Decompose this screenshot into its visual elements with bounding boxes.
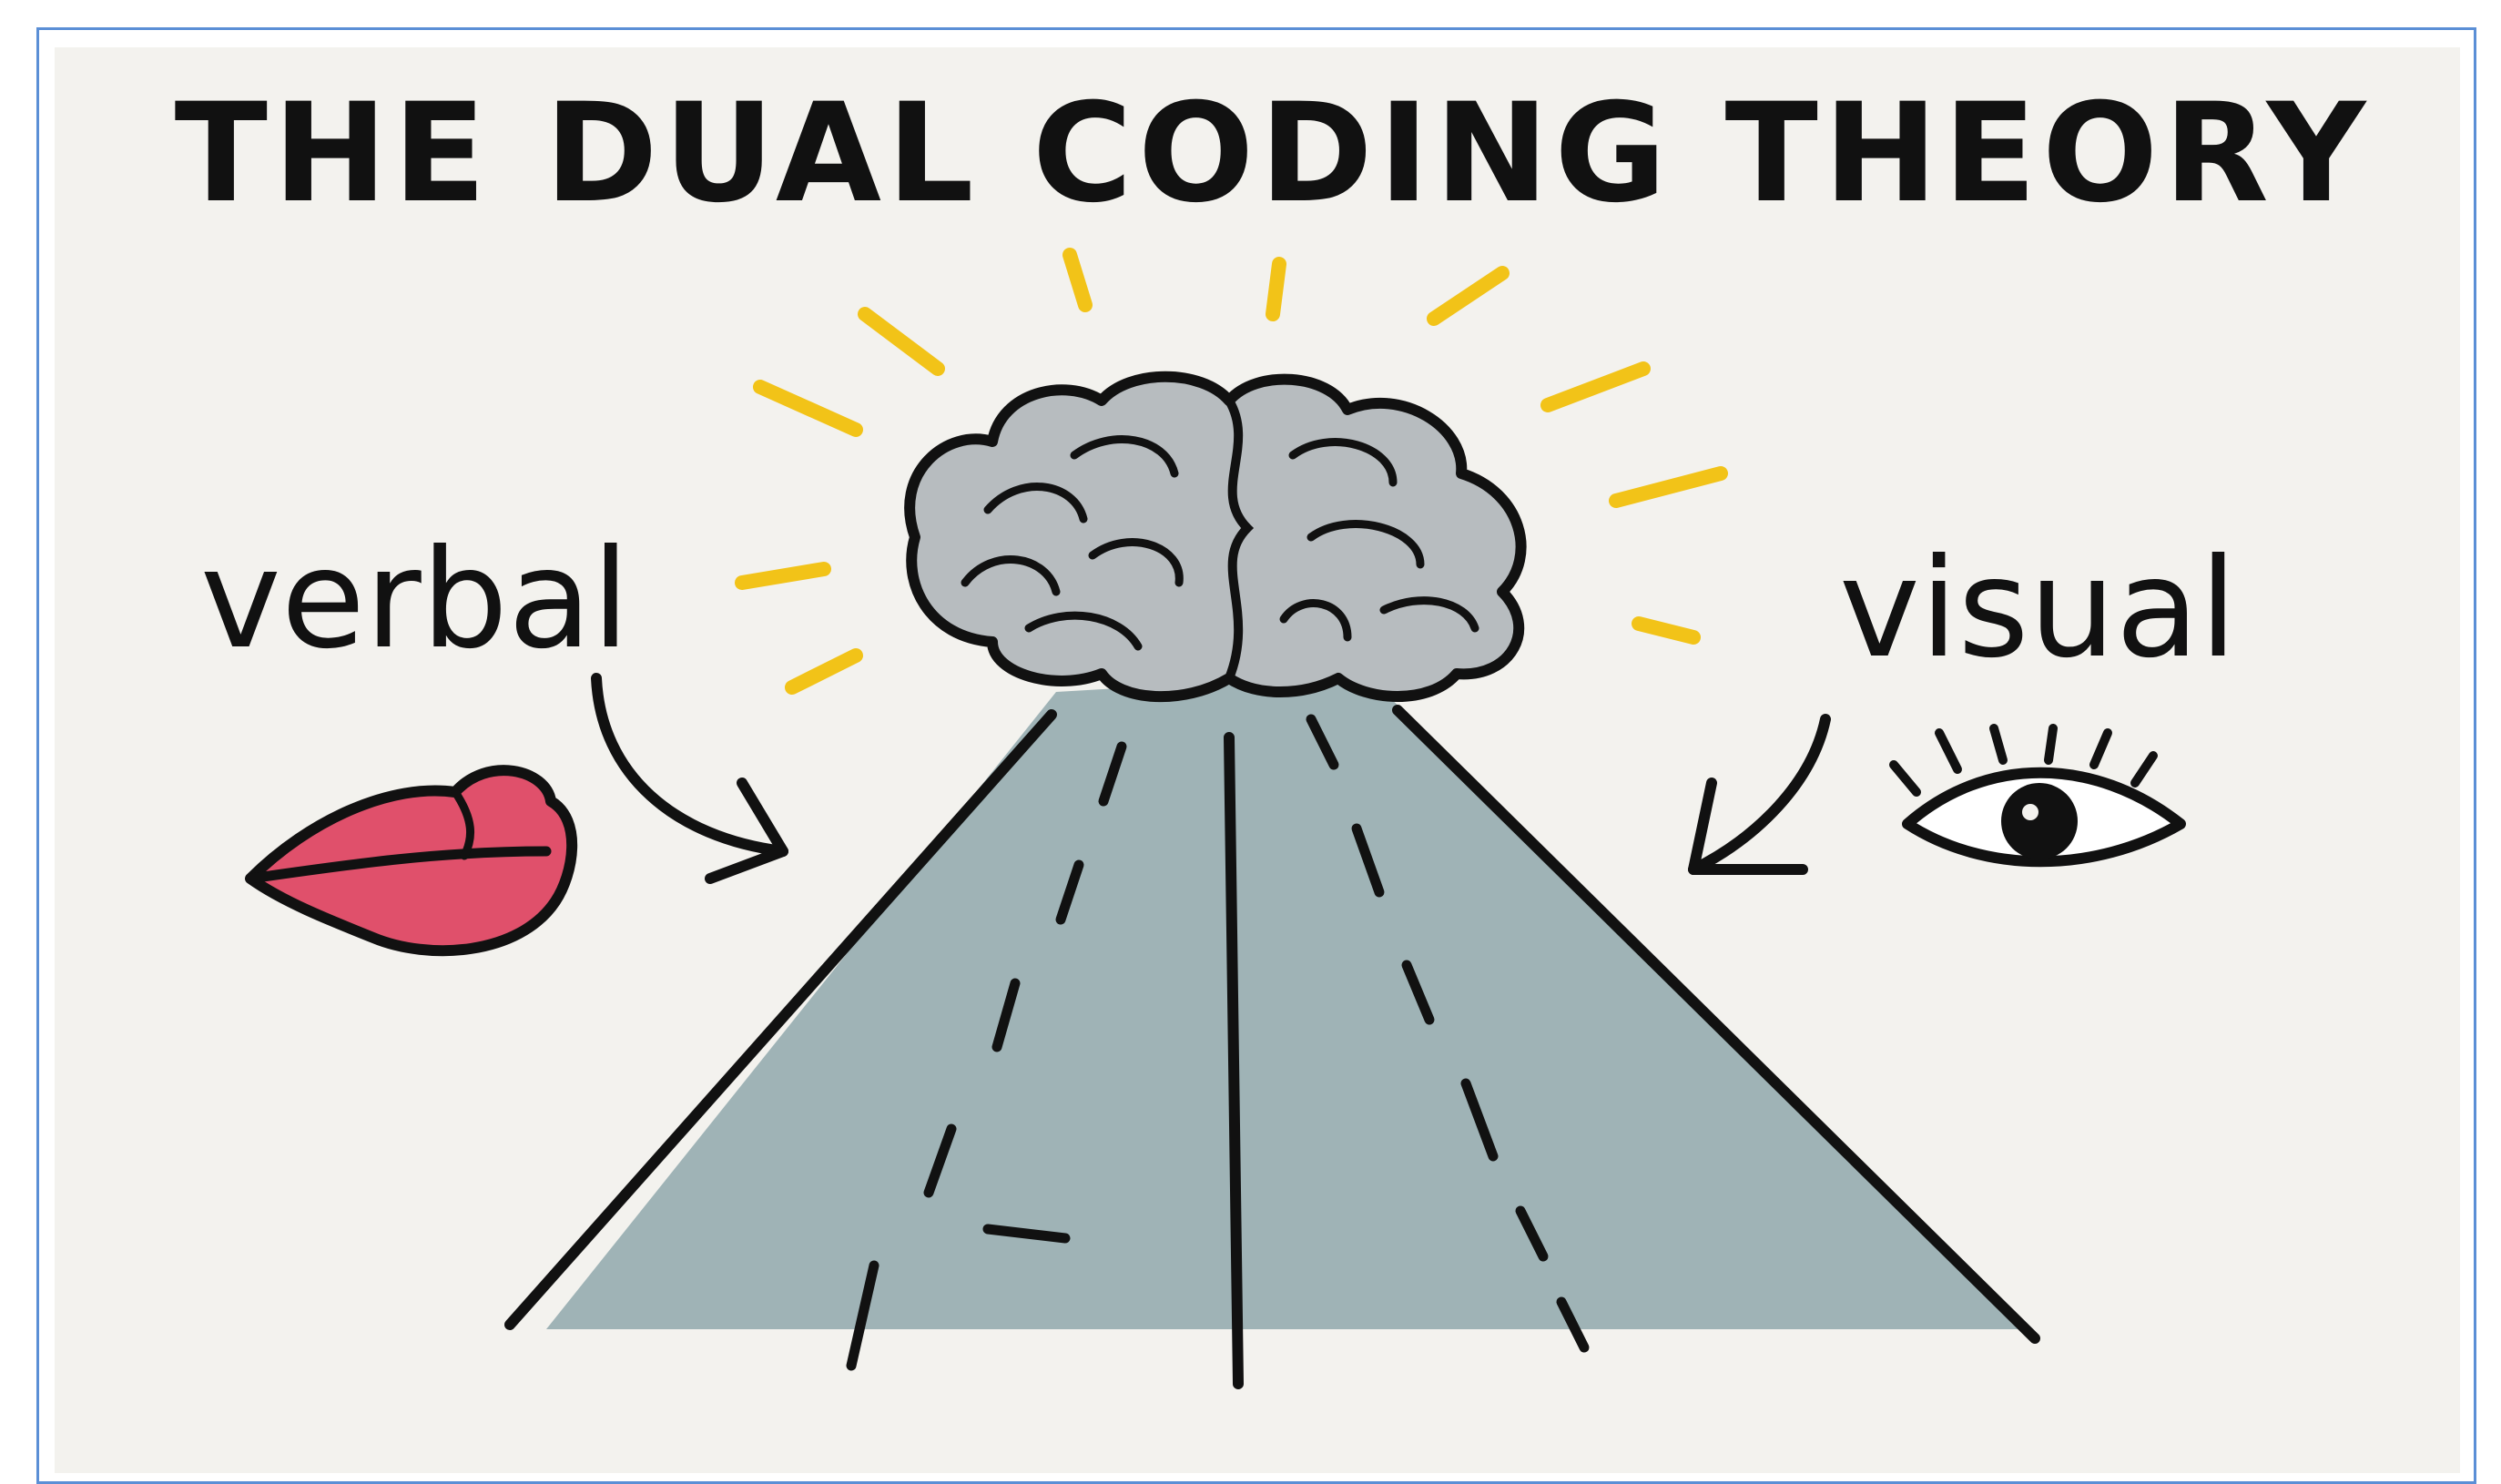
brain-icon [910,377,1520,696]
page-title: THE DUAL CODING THEORY [175,75,2372,233]
eye-icon [1894,728,2181,861]
visual-label: visual [1839,530,2237,688]
lips-icon [250,770,572,950]
verbal-arrow-icon [596,678,783,879]
visual-arrow-icon [1693,719,1825,869]
verbal-label: verbal [200,521,630,679]
